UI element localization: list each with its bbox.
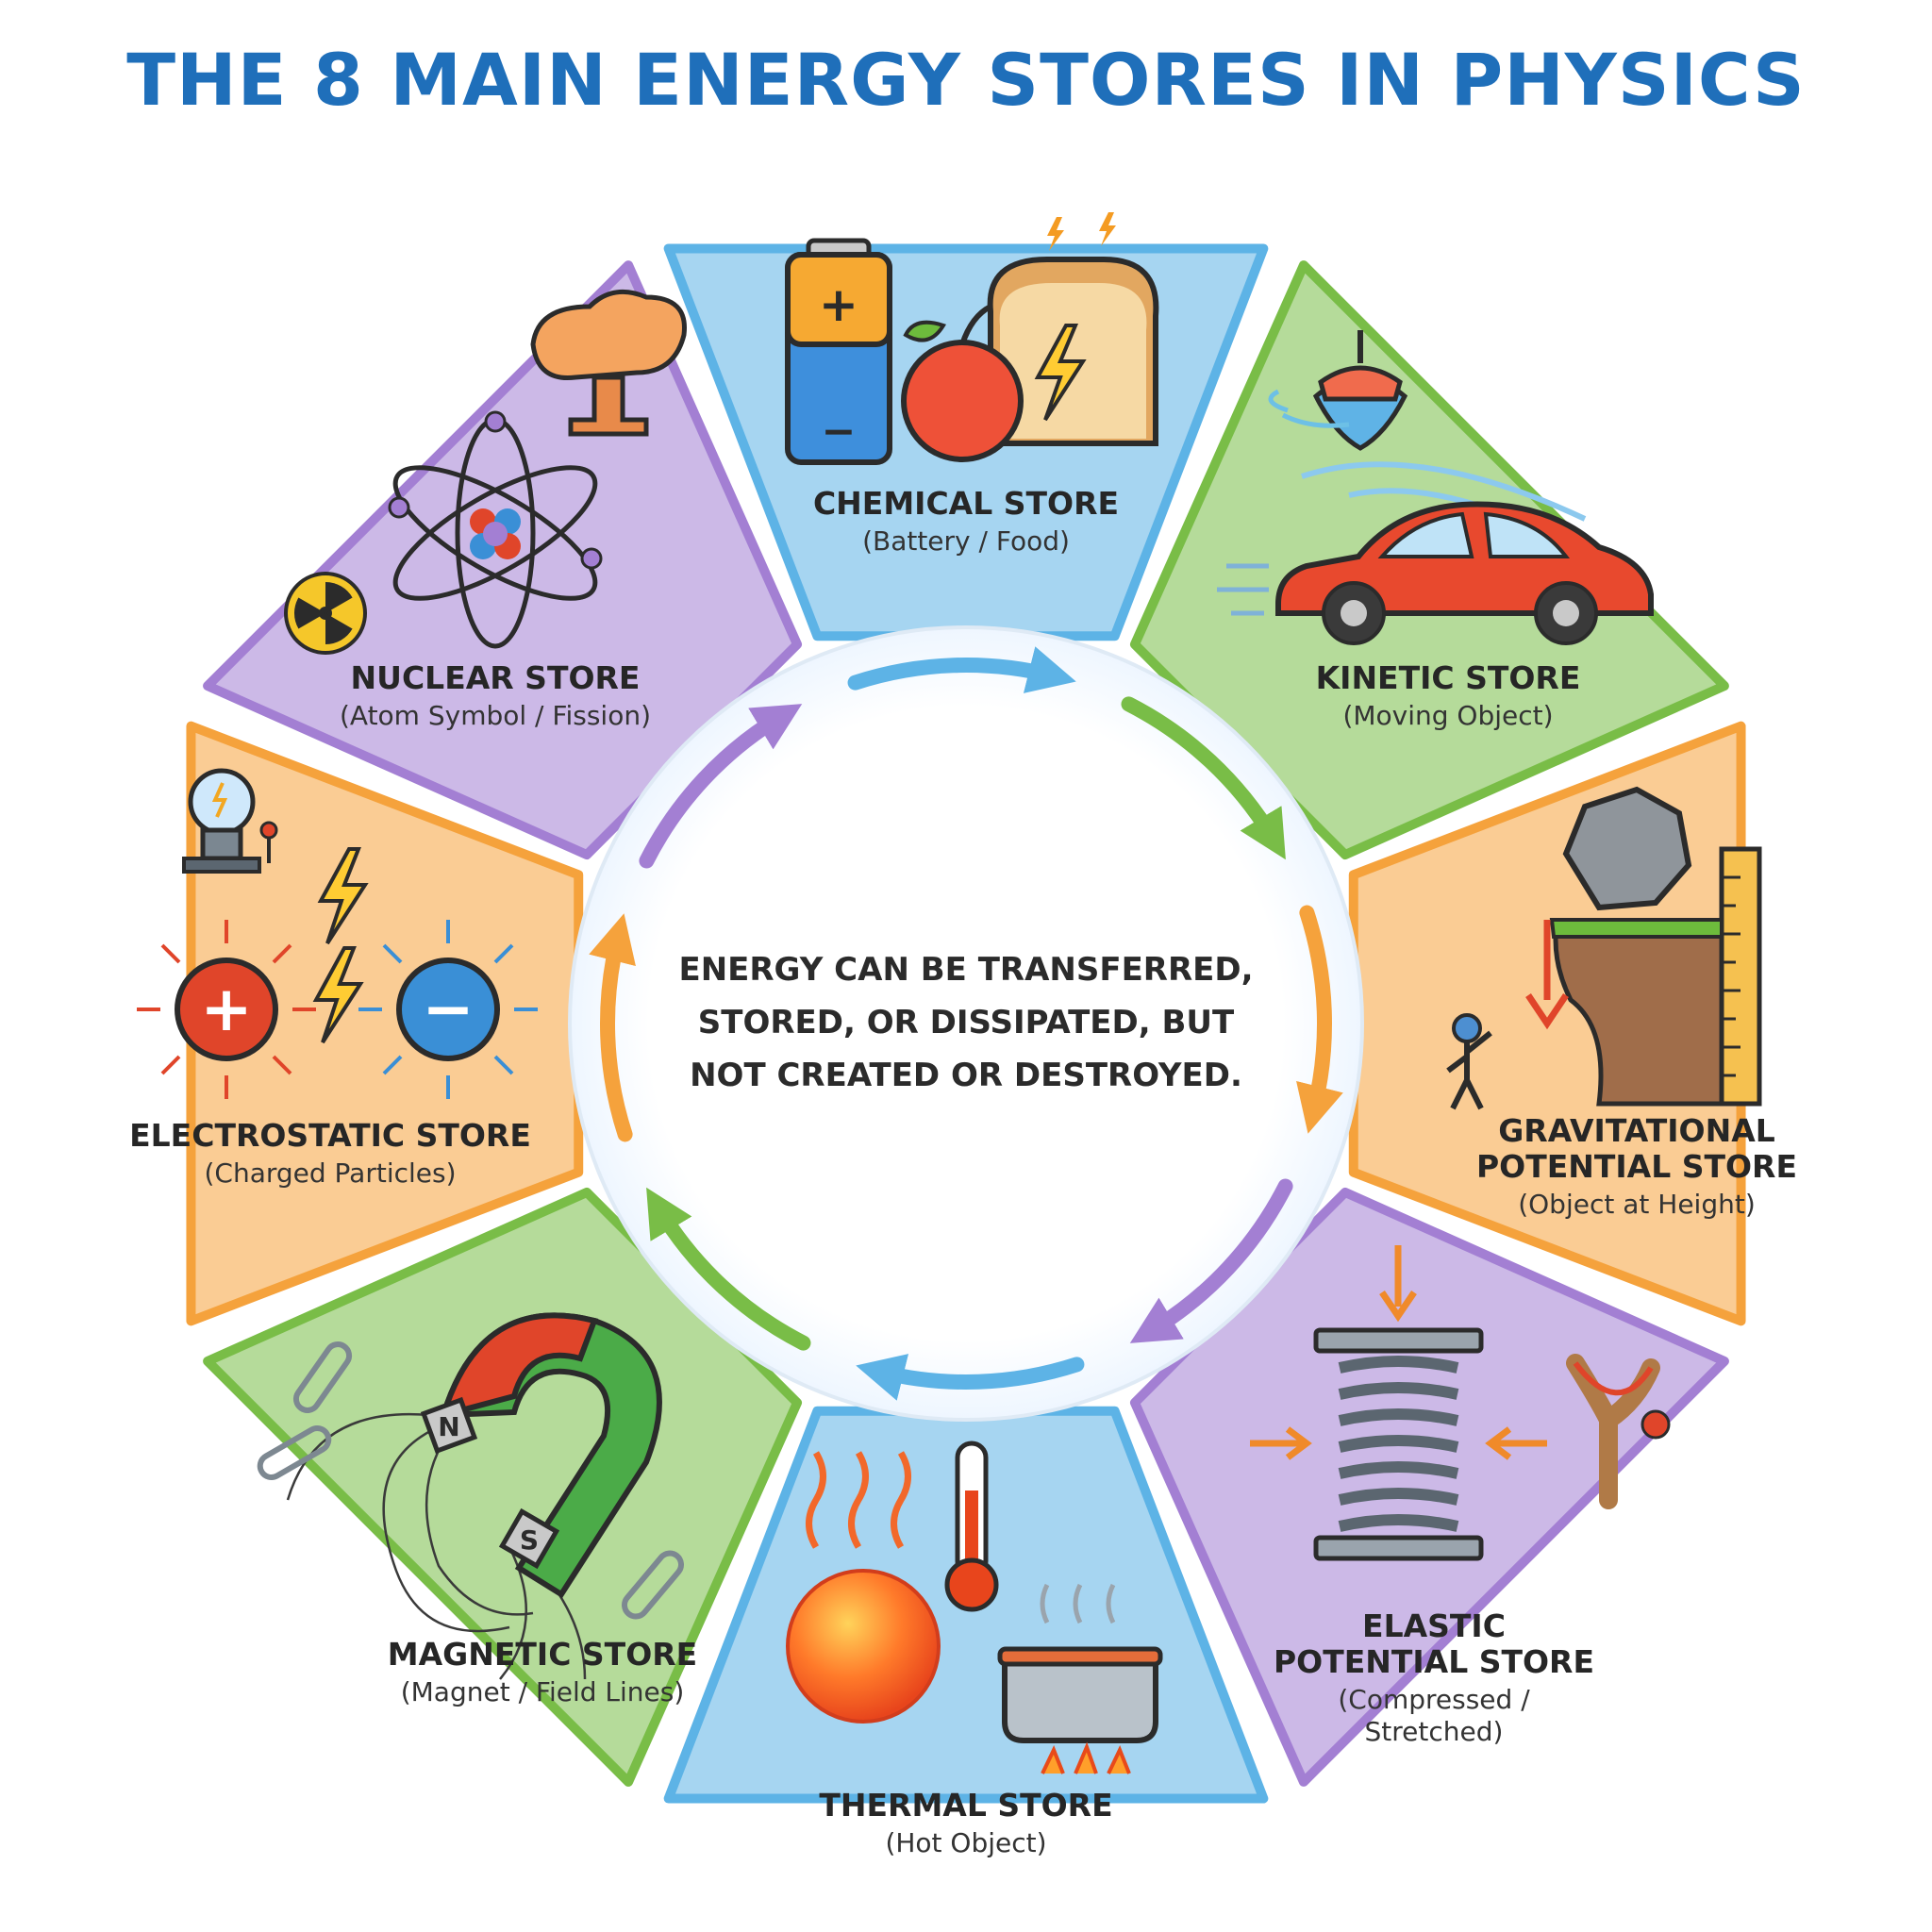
electrostatic-store-name: ELECTROSTATIC STORE [129, 1117, 531, 1154]
magnetic-store-description: (Magnet / Field Lines) [401, 1676, 685, 1707]
thermal-store-name: THERMAL STORE [819, 1787, 1112, 1824]
slingshot-icon [1566, 1354, 1671, 1509]
magnet-north-label: N [438, 1411, 459, 1442]
battery-plus-label: + [819, 277, 858, 332]
negative-charge-icon: − [358, 920, 538, 1099]
center-circle [568, 625, 1364, 1422]
flow-arrow-electrostatic [589, 913, 636, 1142]
nuclear-store-description: (Atom Symbol / Fission) [340, 700, 651, 731]
radiation-icon [284, 572, 367, 655]
kinetic-icons [1217, 330, 1654, 645]
label-chemical: CHEMICAL STORE(Battery / Food) [813, 485, 1119, 557]
magnetic-store-name: MAGNETIC STORE [388, 1636, 697, 1673]
negative-charge-label: − [422, 973, 474, 1045]
flow-arrow-nuclear [639, 704, 803, 869]
heat-waves-icon [806, 1451, 911, 1549]
lightning-icon [312, 847, 369, 1044]
horseshoe-magnet-icon: N S [420, 1312, 662, 1599]
electrostatic-icons: + − [137, 768, 538, 1099]
atom-icon [388, 410, 603, 649]
magnetic-icons: N S [257, 1312, 684, 1680]
battery-icon: + − [785, 238, 892, 465]
plasma-ball-icon [182, 768, 278, 874]
spring-icon [1313, 1327, 1484, 1561]
label-thermal: THERMAL STORE(Hot Object) [819, 1787, 1112, 1858]
elastic-store-name: ELASTIC [1362, 1607, 1506, 1644]
flow-arrow-chemical [847, 646, 1076, 693]
flow-arrows-ring [589, 646, 1343, 1401]
gravitational-store-description: (Object at Height) [1518, 1189, 1756, 1220]
positive-charge-label: + [200, 973, 252, 1045]
field-lines-icon [286, 1412, 587, 1680]
label-magnetic: MAGNETIC STORE(Magnet / Field Lines) [388, 1636, 697, 1707]
segment-magnetic [203, 1187, 803, 1787]
lightning-icon [1034, 212, 1116, 422]
gravitational-store-name: GRAVITATIONAL [1498, 1112, 1775, 1149]
thermal-icons [786, 1441, 1163, 1774]
elastic-store-description: Stretched) [1365, 1716, 1504, 1747]
segments-layer [186, 243, 1746, 1804]
segment-electrostatic [186, 721, 584, 1326]
label-nuclear: NUCLEAR STORE (Atom Symbol / Fission) [340, 659, 651, 731]
label-electrostatic: ELECTROSTATIC STORE (Charged Particles) [129, 1117, 531, 1189]
flow-arrow-gravitational [1296, 905, 1343, 1134]
elastic-icons [1250, 1245, 1671, 1561]
down-arrow-icon [1525, 920, 1569, 1030]
flow-arrow-magnetic [646, 1187, 811, 1351]
chemical-store-name: CHEMICAL STORE [813, 485, 1119, 522]
mushroom-cloud-icon [530, 289, 687, 437]
person-icon [1446, 1013, 1492, 1110]
compress-arrows-icon [1250, 1245, 1547, 1460]
electrostatic-store-description: (Charged Particles) [204, 1158, 456, 1189]
nuclear-store-name: NUCLEAR STORE [351, 659, 641, 696]
apple-icon [901, 304, 1024, 462]
page-title: THE 8 MAIN ENERGY STORES IN PHYSICS [126, 38, 1806, 122]
labels-layer: CHEMICAL STORE(Battery / Food) KINETIC ST… [129, 485, 1797, 1858]
elastic-store-description: (Compressed / [1338, 1684, 1530, 1715]
kinetic-store-name: KINETIC STORE [1316, 659, 1581, 696]
kinetic-store-description: (Moving Object) [1342, 700, 1553, 731]
segment-nuclear [203, 260, 803, 860]
thermometer-icon [944, 1441, 999, 1612]
nuclear-icons [284, 289, 687, 655]
elastic-store-name: POTENTIAL STORE [1274, 1643, 1594, 1680]
chemical-store-description: (Battery / Food) [862, 525, 1070, 557]
sports-car-icon [1217, 501, 1654, 645]
thermal-store-description: (Hot Object) [885, 1827, 1046, 1858]
flow-arrow-elastic [1129, 1178, 1293, 1343]
battery-minus-label: − [822, 408, 857, 456]
hot-ball-icon [786, 1569, 941, 1724]
label-kinetic: KINETIC STORE (Moving Object) [1316, 659, 1581, 731]
flow-arrow-kinetic [1121, 696, 1286, 860]
center-message: ENERGY CAN BE TRANSFERRED, STORED, OR DI… [678, 951, 1254, 1094]
flow-arrow-thermal [856, 1354, 1085, 1401]
boulder-icon [1562, 786, 1692, 911]
chemical-icons: + − [785, 212, 1159, 465]
positive-charge-icon: + [137, 920, 316, 1099]
segment-elastic [1129, 1187, 1729, 1787]
ruler-icon [1719, 846, 1762, 1107]
gravitational-icons [1446, 786, 1762, 1110]
cooking-pot-icon [997, 1583, 1163, 1774]
spinning-top-icon [1268, 330, 1408, 451]
paperclip-icon [257, 1341, 684, 1620]
magnet-south-label: S [520, 1524, 539, 1556]
cliff-icon [1549, 918, 1724, 1107]
gravitational-store-name: POTENTIAL STORE [1476, 1148, 1797, 1185]
